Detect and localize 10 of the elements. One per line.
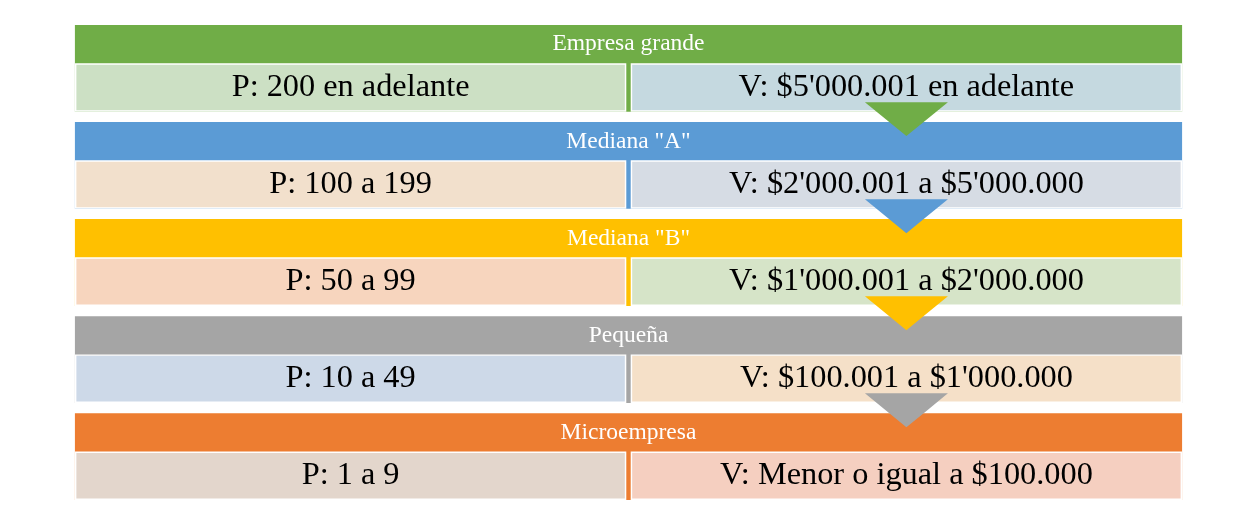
arrow (864, 102, 948, 137)
node-box: P: 50 a 99 (74, 257, 627, 306)
arrow (864, 296, 948, 331)
node-box: V: Menor o igual a $100.000 (630, 451, 1183, 500)
node-box: P: 1 a 9 (74, 451, 627, 500)
node-box: P: 10 a 49 (74, 354, 627, 403)
node-box: P: 200 en adelante (74, 63, 627, 112)
arrow (864, 199, 948, 234)
arrow (864, 393, 948, 428)
node-box: P: 100 a 199 (74, 160, 627, 209)
